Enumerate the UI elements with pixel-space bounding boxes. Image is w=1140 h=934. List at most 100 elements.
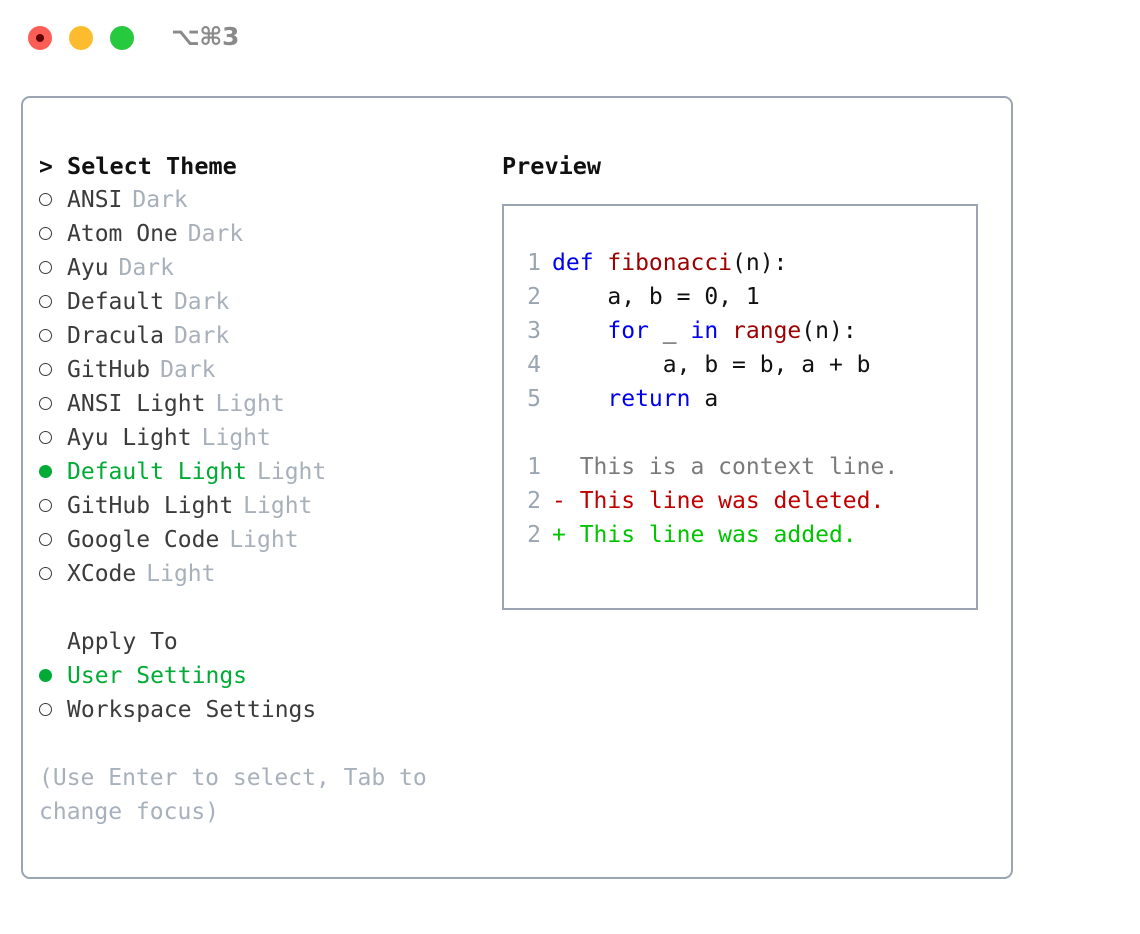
code-line-text: def fibonacci(n): <box>552 246 787 280</box>
code-token: _ <box>648 318 691 344</box>
code-token: return <box>607 386 691 412</box>
theme-list-item[interactable]: Default Dark <box>39 285 489 319</box>
prompt-caret-icon: > <box>39 154 53 180</box>
diff-line-number: 2 <box>527 488 541 514</box>
theme-name: Default <box>67 289 164 315</box>
code-line-text: a, b = 0, 1 <box>552 280 760 314</box>
code-line-text: a, b = b, a + b <box>552 348 871 382</box>
theme-kind-badge: Light <box>201 425 271 451</box>
select-theme-title: Select Theme <box>67 152 237 180</box>
code-token <box>552 386 607 412</box>
code-line: 2 a, b = 0, 1 <box>515 280 898 314</box>
theme-kind-badge: Dark <box>132 187 188 213</box>
code-token: for <box>607 318 649 344</box>
radio-selected-icon <box>39 669 52 682</box>
theme-list-item[interactable]: Ayu Dark <box>39 251 489 285</box>
theme-kind-badge: Light <box>215 391 285 417</box>
theme-name: Ayu <box>67 255 109 281</box>
diff-line-text: + This line was added. <box>552 522 857 548</box>
code-line-number: 1 <box>527 250 541 276</box>
radio-unselected-icon <box>39 363 52 376</box>
theme-kind-badge: Dark <box>118 255 174 281</box>
radio-marker <box>39 353 67 387</box>
theme-name: ANSI Light <box>67 391 206 417</box>
apply-to-option[interactable]: User Settings <box>39 659 489 693</box>
radio-marker <box>39 217 67 251</box>
radio-unselected-icon <box>39 227 52 240</box>
maximize-button[interactable] <box>110 26 134 50</box>
code-line: 5 return a <box>515 382 898 416</box>
theme-kind-badge: Dark <box>187 221 244 247</box>
code-token: def <box>552 250 608 276</box>
radio-unselected-icon <box>39 193 52 206</box>
radio-unselected-icon <box>39 567 52 580</box>
code-token: a <box>690 386 719 412</box>
diff-line: 2 + This line was added. <box>515 518 898 552</box>
theme-kind-badge: Dark <box>173 289 230 315</box>
theme-name: Dracula <box>67 323 164 349</box>
list-spacer <box>39 591 489 625</box>
radio-marker <box>39 489 67 523</box>
radio-marker <box>39 319 67 353</box>
radio-marker <box>39 693 67 727</box>
keyboard-hint: (Use Enter to select, Tab to change focu… <box>39 765 441 825</box>
radio-unselected-icon <box>39 329 52 342</box>
window-titlebar: ⌥⌘3 <box>0 0 1140 78</box>
apply-to-heading: Apply To <box>67 629 178 655</box>
code-token: fibonacci <box>607 250 733 276</box>
theme-list-item[interactable]: Dracula Dark <box>39 319 489 353</box>
theme-kind-badge: Light <box>146 561 216 587</box>
radio-unselected-icon <box>39 431 52 444</box>
theme-name: GitHub Light <box>67 493 234 519</box>
theme-list-item[interactable]: XCode Light <box>39 557 489 591</box>
radio-marker <box>39 557 67 591</box>
minimize-button[interactable] <box>69 26 93 50</box>
apply-to-option[interactable]: Workspace Settings <box>39 693 489 727</box>
theme-kind-badge: Light <box>257 459 327 485</box>
theme-kind-badge: Dark <box>173 323 230 349</box>
diff-line-number: 1 <box>527 454 541 480</box>
radio-marker <box>39 183 67 217</box>
diff-line-number: 2 <box>527 522 541 548</box>
code-token: a, b = 0, 1 <box>552 284 760 310</box>
code-blank-line <box>515 416 898 450</box>
code-token: (n): <box>801 318 857 344</box>
apply-to-label: User Settings <box>67 663 248 689</box>
radio-marker <box>39 387 67 421</box>
code-token: (n): <box>732 250 788 276</box>
code-line: 3 for _ in range(n): <box>515 314 898 348</box>
code-line-number: 2 <box>527 284 541 310</box>
code-token: in <box>690 318 719 344</box>
theme-list-item[interactable]: ANSI Light Light <box>39 387 489 421</box>
diff-line-text: This is a context line. <box>552 454 899 480</box>
code-line-text: for _ in range(n): <box>552 314 857 348</box>
close-button[interactable] <box>28 26 52 50</box>
radio-selected-icon <box>39 465 52 478</box>
radio-marker <box>39 285 67 319</box>
radio-unselected-icon <box>39 499 52 512</box>
theme-name: XCode <box>67 561 137 587</box>
theme-kind-badge: Light <box>243 493 313 519</box>
code-token: a, b = b, a + b <box>552 352 871 378</box>
window-controls <box>28 26 134 50</box>
theme-name: Atom One <box>67 221 178 247</box>
theme-kind-badge: Light <box>229 527 299 553</box>
radio-marker <box>39 523 67 557</box>
apply-to-label: Workspace Settings <box>67 697 317 723</box>
code-line-number: 3 <box>527 318 541 344</box>
code-token <box>552 318 607 344</box>
theme-list-item[interactable]: Atom One Dark <box>39 217 489 251</box>
theme-list-item[interactable]: GitHub Light Light <box>39 489 489 523</box>
radio-marker <box>39 455 67 489</box>
